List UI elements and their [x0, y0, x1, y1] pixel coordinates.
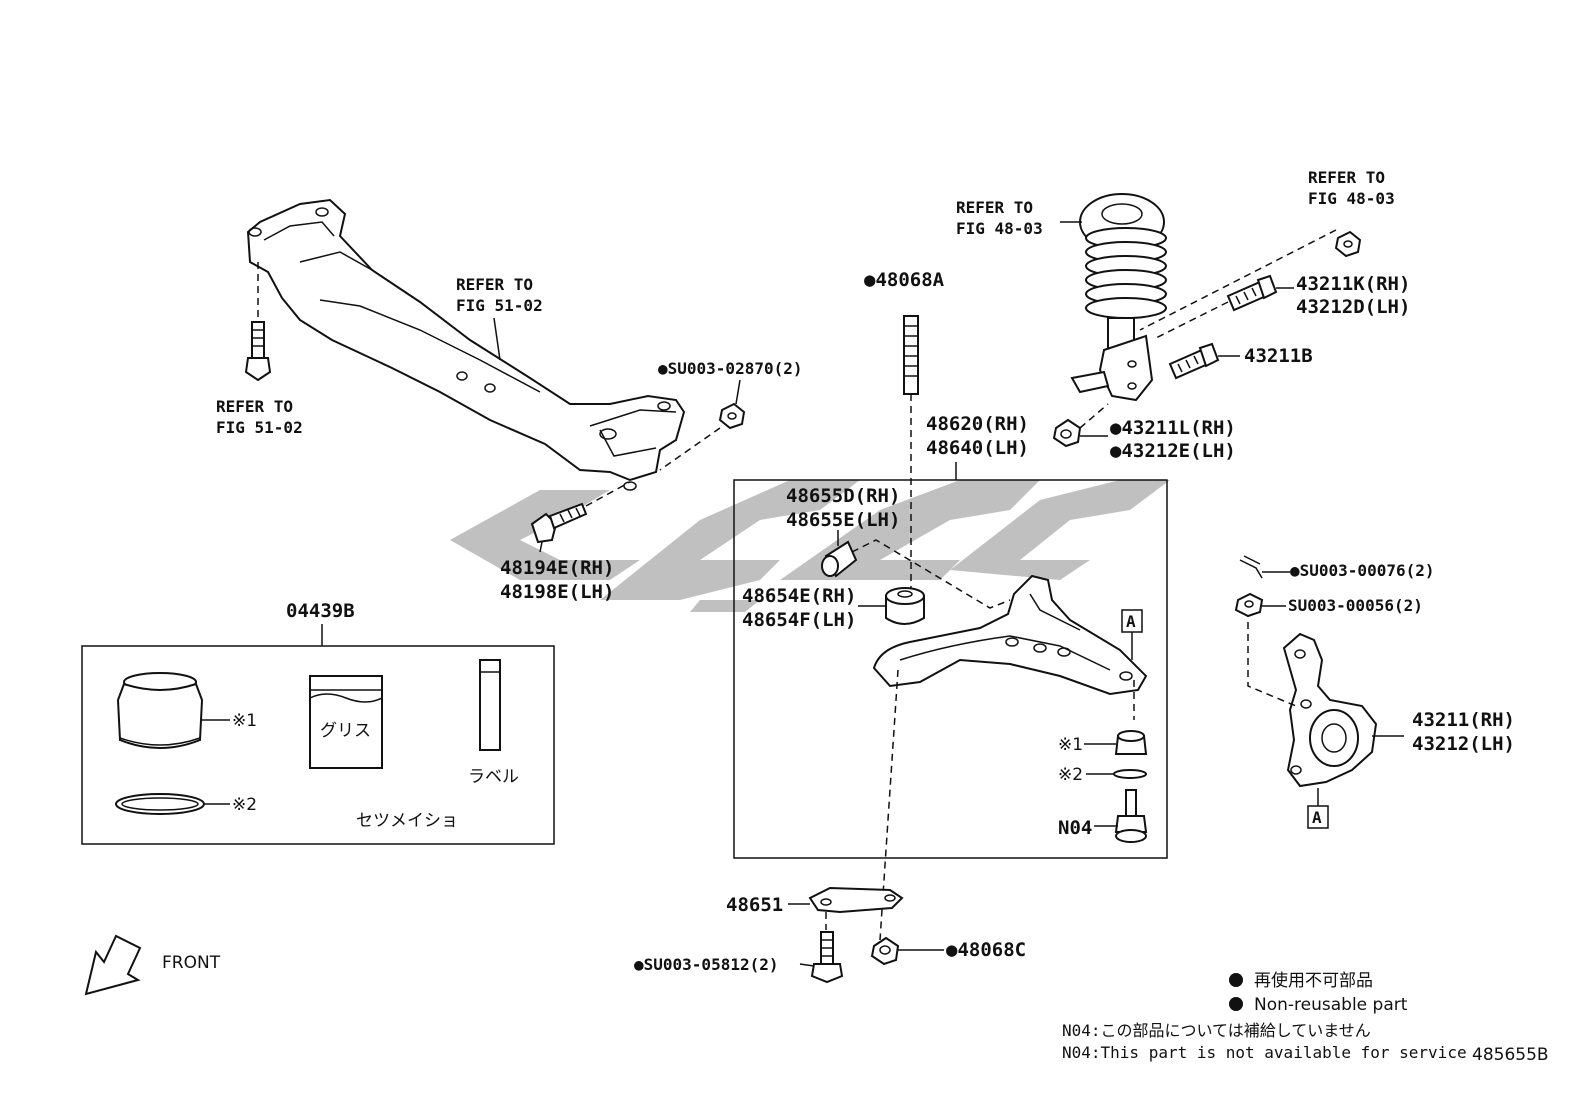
castle-nut [1234, 592, 1286, 618]
strut-bolt-43211b [1168, 342, 1220, 380]
cotter-pin [1239, 555, 1290, 579]
steering-knuckle [1247, 610, 1404, 788]
label-crossmember-refer-2: FIG 51-02 [456, 296, 543, 315]
label-48655e: 48655E(LH) [786, 509, 900, 531]
ball-joint-boot [1084, 730, 1148, 755]
label-note1-kit: ※1 [232, 711, 257, 731]
svg-text:A: A [1312, 808, 1322, 827]
label-48655d: 48655D(RH) [786, 485, 900, 507]
label-48640: 48640(LH) [926, 437, 1029, 459]
bolt-48194e [530, 481, 631, 544]
label-kit-manual: セツメイショ [356, 811, 458, 831]
kit-box-04439b [81, 645, 555, 845]
label-43212e: ●43212E(LH) [1110, 440, 1236, 462]
plate-48651 [788, 886, 904, 930]
label-su003-00056: SU003-00056(2) [1288, 596, 1423, 615]
lower-control-arm [872, 574, 1148, 941]
ball-joint-ring [1086, 769, 1147, 779]
figure-id: 485655B [1472, 1045, 1549, 1065]
bushing-48654e [885, 587, 925, 625]
legend-bullet-jp [1229, 973, 1243, 987]
label-nut-refer-1: REFER TO [1308, 168, 1385, 187]
strut-bolt-43211k [1155, 274, 1278, 339]
label-43211b: 43211B [1244, 345, 1313, 367]
legend-nonreuse-en: Non-reusable part [1254, 995, 1408, 1015]
label-48654f: 48654F(LH) [742, 609, 856, 631]
legend-bullet-en [1229, 997, 1243, 1011]
label-43211l: ●43211L(RH) [1110, 417, 1236, 439]
label-note1-arm: ※1 [1058, 735, 1083, 755]
legend-n04-jp: N04:この部品については補給していません [1062, 1021, 1371, 1040]
svg-text:A: A [1126, 612, 1136, 631]
label-note2-kit: ※2 [232, 795, 257, 815]
label-bolt-refer-2: FIG 51-02 [216, 418, 303, 437]
stud-48068a [903, 315, 919, 590]
label-su003-02870: ●SU003-02870(2) [658, 359, 803, 378]
ref-box-a-knuckle: A [1307, 788, 1329, 829]
label-n04: N04 [1058, 817, 1092, 839]
label-crossmember-refer-1: REFER TO [456, 275, 533, 294]
label-nut-refer-2: FIG 48-03 [1308, 189, 1395, 208]
label-bolt-refer-1: REFER TO [216, 397, 293, 416]
bolt-su003-05812 [799, 931, 844, 984]
nut-su003-02870 [659, 402, 746, 471]
bushing-48655d [821, 539, 1011, 609]
label-strut-refer-2: FIG 48-03 [956, 219, 1043, 238]
label-48620: 48620(RH) [926, 413, 1029, 435]
strut-nut-43211l [1052, 403, 1109, 448]
label-48651: 48651 [726, 894, 783, 916]
label-43212: 43212(LH) [1412, 733, 1515, 755]
kit-label-strip [479, 659, 501, 751]
label-front: FRONT [162, 953, 221, 973]
front-crossmember [246, 198, 686, 491]
nut-48068c [870, 936, 944, 966]
strut-assembly [1070, 193, 1167, 402]
label-43212d: 43212D(LH) [1296, 296, 1410, 318]
label-48654e: 48654E(RH) [742, 585, 856, 607]
legend-nonreuse-jp: 再使用不可部品 [1254, 970, 1373, 991]
label-su003-00076: ●SU003-00076(2) [1290, 561, 1435, 580]
label-note2-arm: ※2 [1058, 765, 1083, 785]
front-arrow-icon [84, 934, 142, 996]
label-48068c: ●48068C [946, 939, 1026, 961]
ball-joint [1094, 789, 1148, 843]
kit-ring [115, 793, 230, 815]
kit-boot [116, 672, 230, 749]
label-43211: 43211(RH) [1412, 709, 1515, 731]
label-su003-05812: ●SU003-05812(2) [634, 955, 779, 974]
label-kit-grease: グリス [320, 721, 371, 741]
lower-arm-group-box [733, 479, 1168, 859]
kit-grease-pack [309, 675, 383, 769]
legend-n04-en: N04:This part is not available for servi… [1062, 1043, 1467, 1062]
label-04439b: 04439B [286, 600, 355, 622]
label-48194e: 48194E(RH) [500, 557, 614, 579]
label-48068a: ●48068A [864, 269, 945, 291]
ref-box-a-arm: A [1121, 609, 1143, 660]
label-43211k: 43211K(RH) [1296, 273, 1410, 295]
label-kit-label: ラベル [468, 767, 519, 787]
strut-upper-nut [1139, 229, 1362, 331]
label-48198e: 48198E(LH) [500, 581, 614, 603]
label-strut-refer-1: REFER TO [956, 198, 1033, 217]
crossmember-bolt-left [244, 262, 272, 382]
